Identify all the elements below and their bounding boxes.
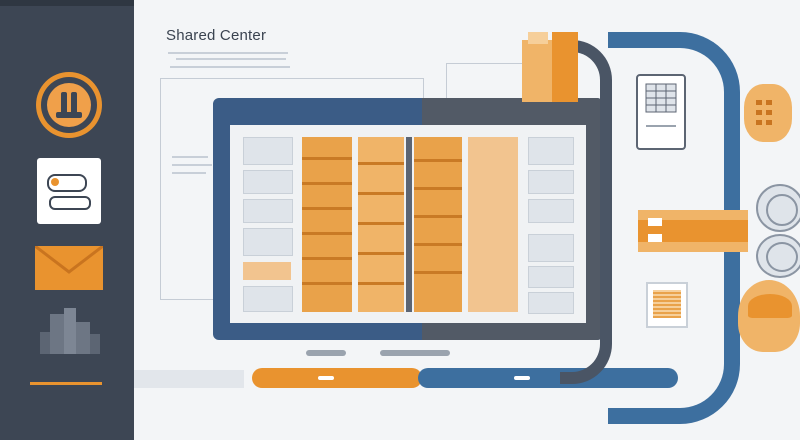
doc-line: [172, 164, 212, 166]
city-icon: [38, 308, 100, 354]
coin-stack-icon[interactable]: [756, 234, 800, 278]
tower-divider: [406, 137, 412, 312]
grid-cell[interactable]: [243, 170, 293, 194]
grid-cell[interactable]: [528, 170, 574, 194]
shield-pause-icon[interactable]: [36, 72, 102, 138]
grid-cell[interactable]: [243, 286, 293, 312]
calculator-icon[interactable]: [744, 84, 792, 142]
calculator-icon[interactable]: [636, 74, 686, 150]
grid-cell-highlight[interactable]: [243, 262, 291, 280]
monitor-stand: [380, 350, 450, 356]
grid-cell[interactable]: [243, 199, 293, 223]
sidebar: [0, 0, 134, 440]
id-card-icon[interactable]: [37, 158, 101, 224]
coin-stack-icon[interactable]: [756, 184, 800, 232]
building-tower: [302, 137, 352, 312]
outline-frame-right: [446, 63, 559, 99]
grid-cell[interactable]: [528, 292, 574, 314]
building-tower: [468, 137, 518, 312]
page-title: Shared Center: [166, 27, 267, 44]
building-tower: [358, 137, 404, 312]
doc-line: [170, 66, 290, 68]
grid-cell[interactable]: [528, 137, 574, 165]
doc-line: [172, 172, 206, 174]
sidebar-top-strip: [0, 0, 134, 6]
grid-cell[interactable]: [528, 266, 574, 288]
floor-strip: [134, 370, 244, 388]
grid-cell[interactable]: [528, 234, 574, 262]
box-stack-icon: [522, 32, 578, 102]
monitor-stand: [306, 350, 346, 356]
sidebar-divider: [30, 382, 102, 385]
chip-icon[interactable]: [646, 282, 688, 328]
mail-icon[interactable]: [35, 246, 103, 290]
grid-cell[interactable]: [528, 199, 574, 223]
building-tower: [414, 137, 462, 312]
title-underline: [168, 52, 288, 54]
orange-bar[interactable]: [252, 368, 422, 388]
grid-cell[interactable]: [243, 137, 293, 165]
doc-line: [172, 156, 208, 158]
doc-line: [176, 58, 286, 60]
dome-icon[interactable]: [738, 280, 800, 352]
grid-cell[interactable]: [243, 228, 293, 256]
card-icon[interactable]: [638, 210, 748, 252]
